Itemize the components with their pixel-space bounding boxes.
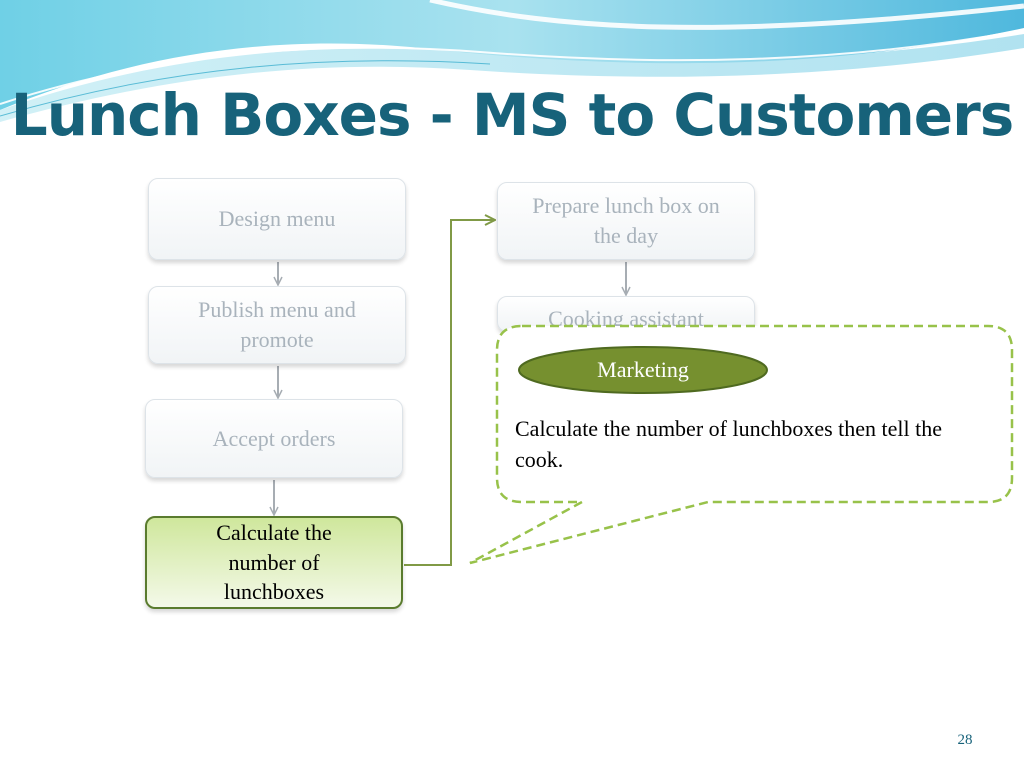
flow-box-prepare-lunch-box: Prepare lunch box on the day	[497, 182, 755, 260]
callout-text: Calculate the number of lunchboxes then …	[515, 416, 943, 472]
flow-box-label: Accept orders	[212, 425, 336, 451]
flow-box-label: Design menu	[218, 206, 336, 232]
flow-box-calculate-lunchboxes: Calculate the number of lunchboxes	[145, 516, 403, 609]
arrow-calculate-to-prepare	[404, 220, 494, 566]
flow-box-cooking-assistant: Cooking assistant	[497, 296, 755, 332]
wave-header-decoration	[0, 0, 1024, 122]
flow-box-label: Publish menu and promote	[198, 297, 356, 352]
flow-box-label: Prepare lunch box on the day	[532, 193, 720, 248]
flow-box-design-menu: Design menu	[148, 178, 406, 260]
page-number: 28	[957, 732, 973, 748]
slide-title: Lunch Boxes - MS to Customers	[10, 81, 1014, 149]
flow-box-publish-menu: Publish menu and promote	[148, 286, 406, 364]
flow-box-label: Cooking assistant	[548, 306, 704, 331]
flow-box-accept-orders: Accept orders	[145, 399, 403, 478]
callout-role-label: Marketing	[597, 357, 689, 382]
flow-box-label: Calculate the number of lunchboxes	[216, 519, 332, 605]
